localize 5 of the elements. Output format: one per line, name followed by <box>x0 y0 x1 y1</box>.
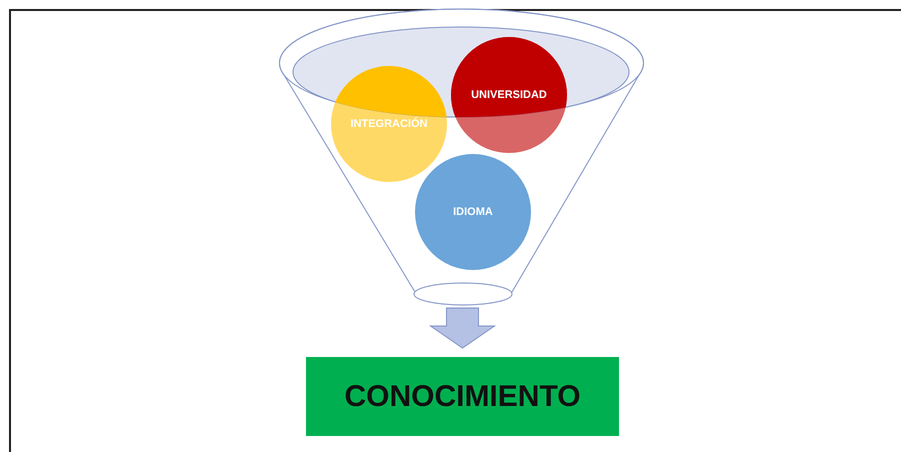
block-arrow <box>428 308 496 349</box>
circle-label: IDIOMA <box>452 206 494 218</box>
result-box: CONOCIMIENTO <box>306 357 619 436</box>
circle-label: INTEGRACIÓN <box>350 118 428 130</box>
circle-label: UNIVERSIDAD <box>470 89 548 101</box>
